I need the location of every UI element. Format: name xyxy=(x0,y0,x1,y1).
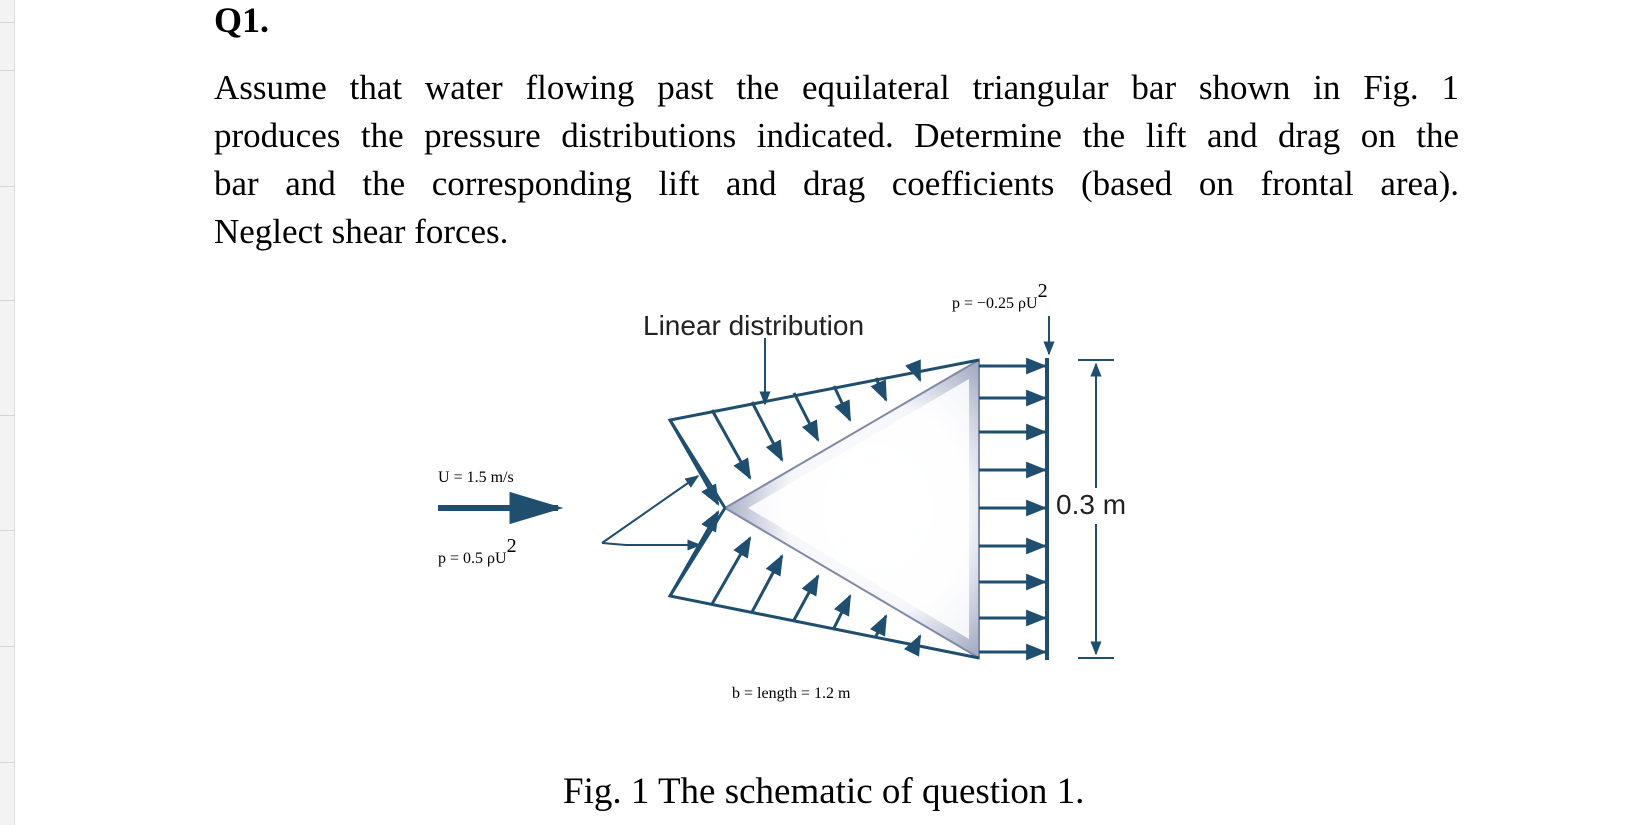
problem-line: produces the pressure distributions indi… xyxy=(214,116,1459,155)
height-label: 0.3 m xyxy=(1056,489,1126,520)
length-label: b = length = 1.2 m xyxy=(732,685,851,702)
front-pressure-label: p = 0.5 ρU2 xyxy=(438,535,517,567)
velocity-label: U = 1.5 m/s xyxy=(438,469,514,486)
problem-line: bar and the corresponding lift and drag … xyxy=(214,164,1459,203)
rear-pressure-label: p = −0.25 ρU2 xyxy=(952,280,1048,312)
lower-pressure-arrows xyxy=(668,510,922,657)
front-pressure-leader xyxy=(601,539,702,551)
upper-pressure-arrows xyxy=(668,359,922,506)
problem-line: Neglect shear forces. xyxy=(214,212,509,251)
question-heading: Q1. xyxy=(214,0,270,40)
problem-line: Assume that water flowing past the equil… xyxy=(214,68,1459,107)
figure-caption: Fig. 1 The schematic of question 1. xyxy=(563,771,1085,812)
schematic-figure: Linear distribution p = −0.25 ρU2 U = 1.… xyxy=(438,280,1126,702)
page-margin xyxy=(0,0,15,825)
rear-pressure-arrows xyxy=(979,357,1048,661)
problem-statement: Assume that water flowing past the equil… xyxy=(214,64,1459,256)
linear-distribution-label: Linear distribution xyxy=(643,310,864,341)
height-dimension xyxy=(1078,359,1114,659)
